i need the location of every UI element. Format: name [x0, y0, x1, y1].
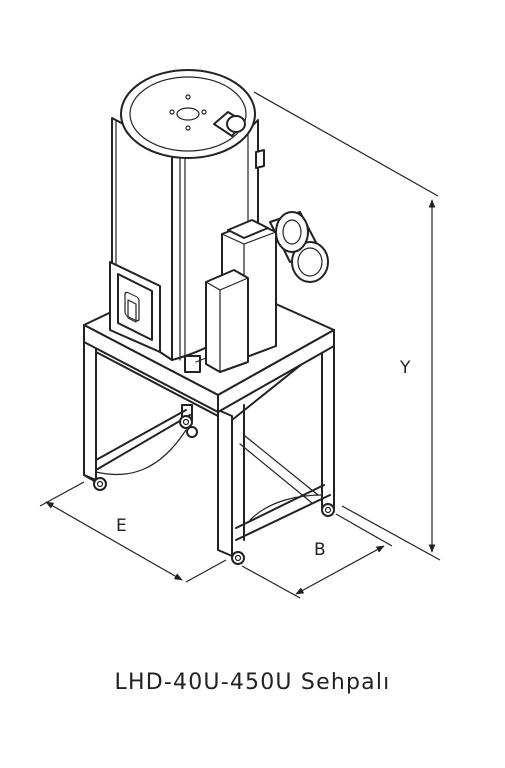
dimension-b-line — [295, 545, 385, 595]
blower-assembly — [195, 211, 329, 373]
stand-leg-back-right — [321, 337, 335, 509]
electrical-box — [205, 269, 249, 373]
dryer-diagram — [39, 69, 441, 599]
dimension-b-label: B — [314, 540, 326, 560]
hopper-lid — [120, 69, 256, 159]
dimension-e-label: E — [116, 516, 127, 536]
dimension-lines — [39, 91, 441, 599]
caption: LHD-40U-450U Sehpalı — [114, 670, 391, 695]
stand-leg-front-middle — [217, 409, 233, 557]
caster-wheels — [93, 415, 335, 565]
stand-leg-front-left — [83, 339, 97, 481]
dimension-y-label: Y — [400, 358, 411, 378]
dimension-e-line — [45, 501, 183, 581]
